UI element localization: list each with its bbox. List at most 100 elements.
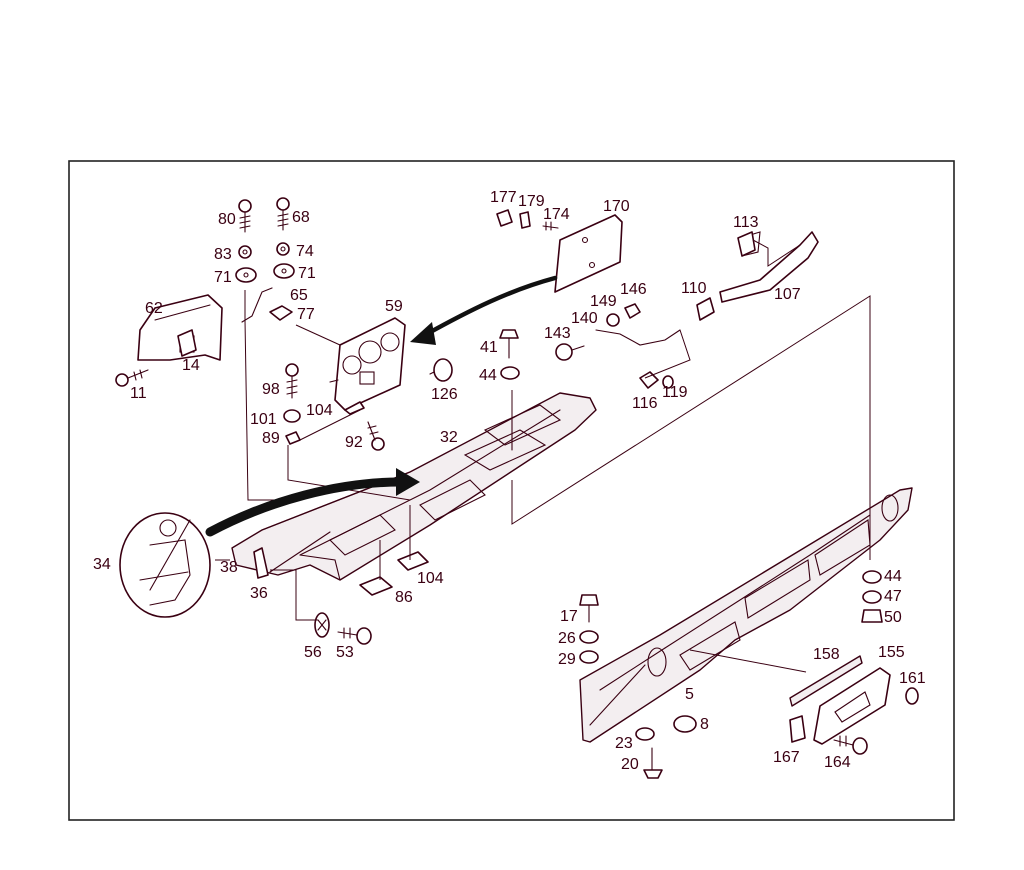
lower-panel: [579, 487, 913, 743]
label-89: 89: [262, 430, 280, 447]
label-38: 38: [220, 559, 238, 576]
label-34: 34: [93, 556, 111, 573]
clip-56: [314, 612, 330, 638]
assembly-arrow-seatbelt: [205, 468, 420, 537]
bracket-65: [241, 287, 273, 323]
screw-80: [238, 199, 252, 233]
label-155: 155: [878, 644, 905, 661]
clip-14: [177, 329, 197, 357]
label-71a: 71: [214, 269, 232, 286]
screw-92: [367, 421, 385, 451]
screw-53: [337, 627, 372, 645]
seatbelt-icon: [119, 512, 211, 618]
washer-74: [276, 242, 290, 256]
instrument-cluster: [329, 317, 406, 411]
label-26: 26: [558, 630, 576, 647]
label-5: 5: [685, 686, 694, 703]
trim-strip: [789, 655, 863, 707]
label-177: 177: [490, 189, 517, 206]
label-53: 53: [336, 644, 354, 661]
label-44b: 44: [884, 568, 902, 585]
clip-161: [905, 687, 919, 705]
label-170: 170: [603, 198, 630, 215]
label-77: 77: [297, 306, 315, 323]
washer-83: [238, 245, 252, 259]
label-101: 101: [250, 411, 277, 428]
label-71b: 71: [298, 265, 316, 282]
clip-38: [253, 547, 269, 579]
grab-handle: [719, 231, 819, 303]
label-140: 140: [571, 310, 598, 327]
label-47: 47: [884, 588, 902, 605]
label-104b: 104: [417, 570, 444, 587]
screw-11: [115, 369, 149, 387]
clip-77: [269, 305, 293, 321]
clip-104b: [397, 551, 429, 571]
label-29: 29: [558, 651, 576, 668]
washer-26: [579, 630, 599, 644]
label-107: 107: [774, 286, 801, 303]
washer-149: [606, 313, 620, 327]
washer-23: [635, 727, 655, 741]
bolt-143: [555, 343, 585, 361]
label-56: 56: [304, 644, 322, 661]
nut-177: [496, 209, 513, 227]
label-44a: 44: [479, 367, 497, 384]
label-20: 20: [621, 756, 639, 773]
label-113: 113: [733, 214, 759, 231]
nut-146: [624, 303, 641, 319]
label-119: 119: [662, 384, 688, 401]
label-17: 17: [560, 608, 578, 625]
label-23: 23: [615, 735, 633, 752]
clip-167: [789, 715, 806, 743]
screw-164: [833, 735, 868, 755]
label-92: 92: [345, 434, 363, 451]
label-179: 179: [518, 193, 545, 210]
washer-101: [283, 409, 301, 423]
screw-98: [285, 363, 299, 399]
clip-110: [696, 297, 715, 321]
washer-44b: [862, 570, 882, 584]
label-146: 146: [620, 281, 647, 298]
label-126: 126: [431, 386, 458, 403]
bolt-17: [579, 594, 599, 623]
label-80: 80: [218, 211, 236, 228]
washer-47: [862, 590, 882, 604]
switch-panel: [813, 667, 891, 745]
bolt-20: [643, 747, 663, 779]
diagram-frame: [68, 160, 955, 821]
screw-68: [276, 197, 290, 231]
leader-lines: [215, 239, 871, 673]
part-labels: 80 68 83 74 71 71 65 77 62 14 11 59 126 …: [93, 189, 926, 773]
label-68: 68: [292, 209, 310, 226]
left-cover: [137, 294, 223, 361]
label-62: 62: [145, 300, 163, 317]
label-86: 86: [395, 589, 413, 606]
cable-140: [595, 329, 681, 346]
label-110: 110: [681, 280, 707, 297]
clip-113: [737, 231, 756, 257]
label-164: 164: [824, 754, 851, 771]
label-161: 161: [899, 670, 926, 687]
grommet-126: [429, 358, 453, 382]
label-167: 167: [773, 749, 800, 766]
nut-50: [861, 609, 883, 623]
washer-71b: [273, 263, 295, 279]
label-36: 36: [250, 585, 268, 602]
clip-104a: [344, 401, 365, 415]
label-59: 59: [385, 298, 403, 315]
assembly-arrow-cluster: [410, 275, 558, 345]
label-41: 41: [480, 339, 498, 356]
washer-29: [579, 650, 599, 664]
label-11: 11: [130, 385, 147, 402]
washer-71a: [235, 267, 257, 283]
label-8: 8: [700, 716, 709, 733]
label-143: 143: [544, 325, 571, 342]
label-174: 174: [543, 206, 570, 223]
label-32: 32: [440, 429, 458, 446]
clip-179: [519, 211, 531, 229]
nut-116: [639, 371, 659, 389]
trim-36: [269, 531, 331, 573]
washer-44a: [500, 366, 520, 380]
label-104a: 104: [306, 402, 333, 419]
